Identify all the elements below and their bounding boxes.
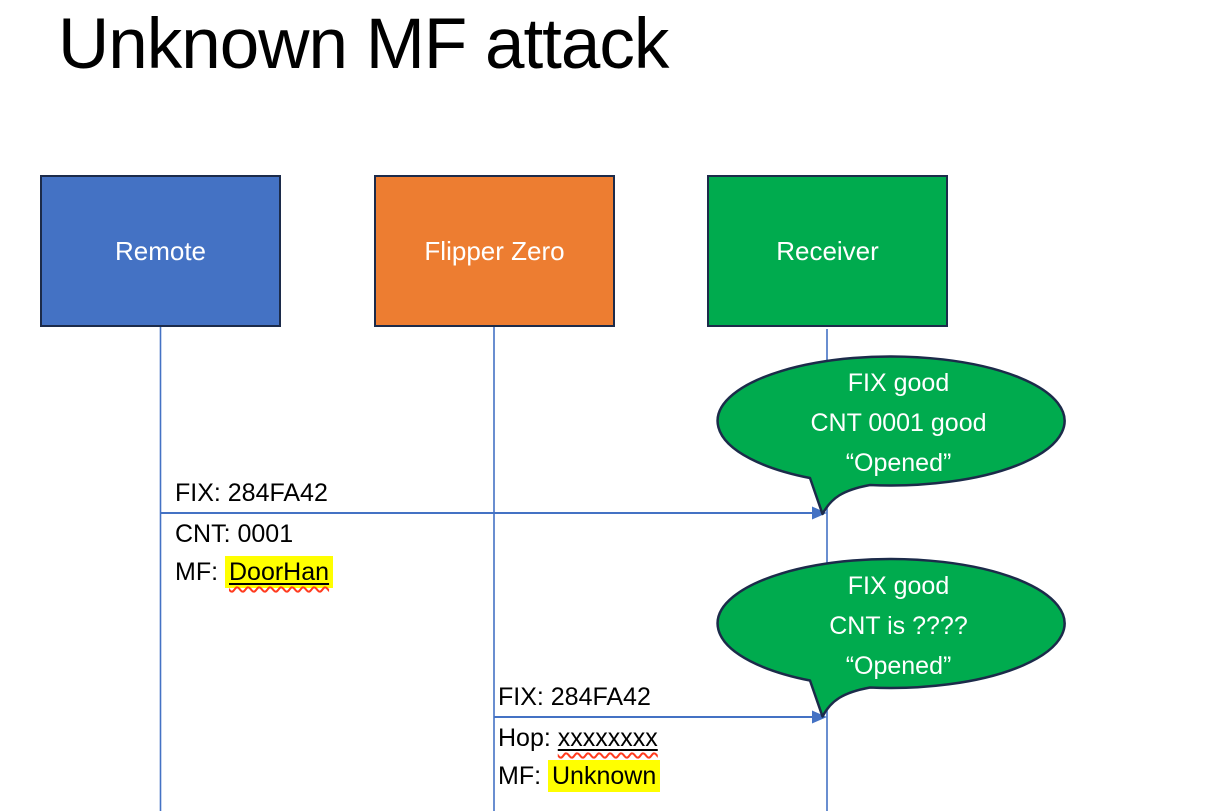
message2-hop-label: Hop: xxxxxxxx: [498, 724, 658, 753]
actor-box-receiver: Receiver: [707, 175, 948, 327]
highlighted-text: DoorHan: [225, 556, 334, 588]
actor-box-remote: Remote: [40, 175, 281, 327]
message1-fix-label: FIX: 284FA42: [175, 479, 328, 507]
message1-mf-label: MF: DoorHan: [175, 556, 334, 588]
message2-mf-prefix: MF:: [498, 762, 548, 790]
underlined-text: DoorHan: [229, 558, 329, 586]
actor-label-receiver: Receiver: [776, 235, 879, 266]
actor-label-flipper-zero: Flipper Zero: [424, 235, 565, 266]
speech-bubble-shape-1: [716, 355, 1066, 516]
message2-mf-label: MF: Unknown: [498, 760, 661, 792]
message2-hop-prefix: Hop:: [498, 724, 558, 752]
message1-mf-value: DoorHan: [229, 558, 330, 586]
message2-hop-value: xxxxxxxx: [557, 724, 658, 752]
speech-bubble-shape-2: [716, 557, 1066, 718]
message2-fix-label: FIX: 284FA42: [498, 683, 651, 711]
arrowhead-icon: [812, 710, 827, 724]
message1-cnt-label: CNT: 0001: [175, 520, 294, 548]
actor-box-flipper-zero: Flipper Zero: [374, 175, 615, 327]
actor-label-remote: Remote: [114, 235, 207, 266]
arrowhead-icon: [812, 506, 827, 520]
underlined-text: xxxxxxxx: [558, 724, 658, 752]
message2-mf-value: Unknown: [552, 762, 657, 790]
slide-title: Unknown MF attack: [58, 5, 669, 84]
highlighted-text: Unknown: [548, 760, 661, 792]
message1-mf-prefix: MF:: [175, 558, 225, 586]
